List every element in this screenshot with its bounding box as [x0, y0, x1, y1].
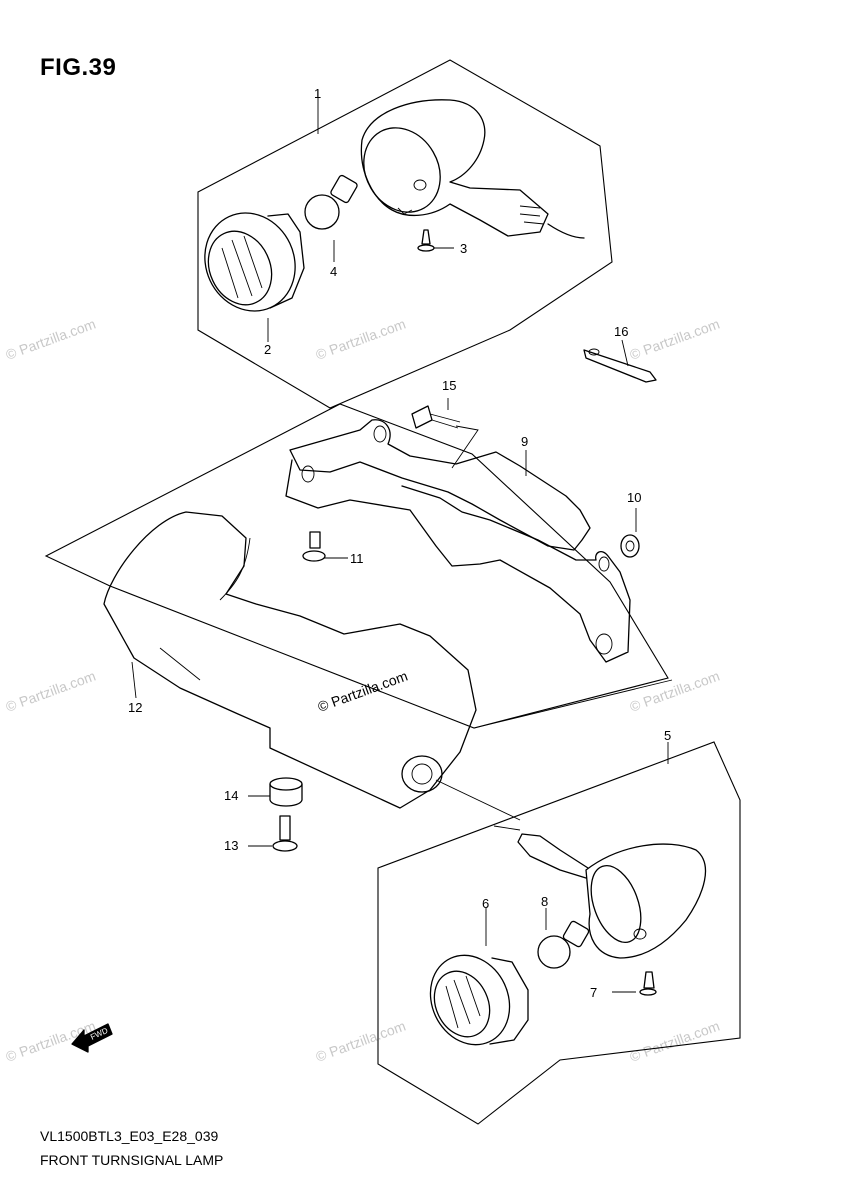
clamp-icon [583, 348, 657, 383]
callout-15: 15 [442, 378, 456, 393]
watermark-text: © Partzilla.com [628, 1018, 722, 1065]
callout-11: 11 [350, 551, 364, 566]
bulb-icon [304, 174, 358, 230]
screw-icon [639, 971, 657, 996]
group-box-middle [44, 403, 669, 729]
bolt-icon [272, 815, 298, 852]
callout-10: 10 [627, 490, 641, 505]
callout-3: 3 [460, 241, 467, 256]
cushion-icon [269, 777, 303, 807]
watermark-text: © Partzilla.com [314, 1018, 408, 1065]
bulb-icon [537, 920, 590, 969]
turnsignal-assembly-icon [493, 825, 707, 959]
turnsignal-assembly-icon [360, 99, 585, 239]
watermark-text: © Partzilla.com [314, 316, 408, 363]
callout-5: 5 [664, 728, 671, 743]
callout-14: 14 [224, 788, 238, 803]
callout-12: 12 [128, 700, 142, 715]
watermark-text: © Partzilla.com [628, 668, 722, 715]
screw-icon [417, 229, 435, 252]
bracket-icon [285, 419, 631, 663]
watermark-text: © Partzilla.com [628, 316, 722, 363]
callout-2: 2 [264, 342, 271, 357]
callout-numbers: 1 2 3 4 5 6 7 8 9 10 11 12 13 14 15 16 [128, 86, 671, 1000]
bolt-icon [411, 405, 461, 429]
callout-8: 8 [541, 894, 548, 909]
group-box-upper [197, 59, 613, 409]
callout-4: 4 [330, 264, 337, 279]
callout-1: 1 [314, 86, 321, 101]
cushion-icon [620, 534, 640, 558]
callout-9: 9 [521, 434, 528, 449]
turnsignal-assembly-lower [377, 741, 741, 1125]
group-box-lower [377, 741, 741, 1125]
figure-caption: FRONT TURNSIGNAL LAMP [40, 1152, 224, 1168]
figure-title: FIG.39 [40, 54, 117, 81]
watermark-text: © Partzilla.com [4, 316, 98, 363]
cover-icon [103, 511, 477, 809]
callout-16: 16 [614, 324, 628, 339]
watermark-text: © Partzilla.com [316, 668, 410, 715]
watermark-text: © Partzilla.com [4, 668, 98, 715]
lens-icon [429, 954, 529, 1046]
turnsignal-assembly-upper [197, 59, 613, 409]
callout-7: 7 [590, 985, 597, 1000]
bolt-icon [302, 531, 326, 562]
bracket-group [44, 339, 669, 729]
model-code: VL1500BTL3_E03_E28_039 [40, 1128, 219, 1144]
lens-icon [204, 212, 305, 312]
callout-13: 13 [224, 838, 238, 853]
callout-6: 6 [482, 896, 489, 911]
